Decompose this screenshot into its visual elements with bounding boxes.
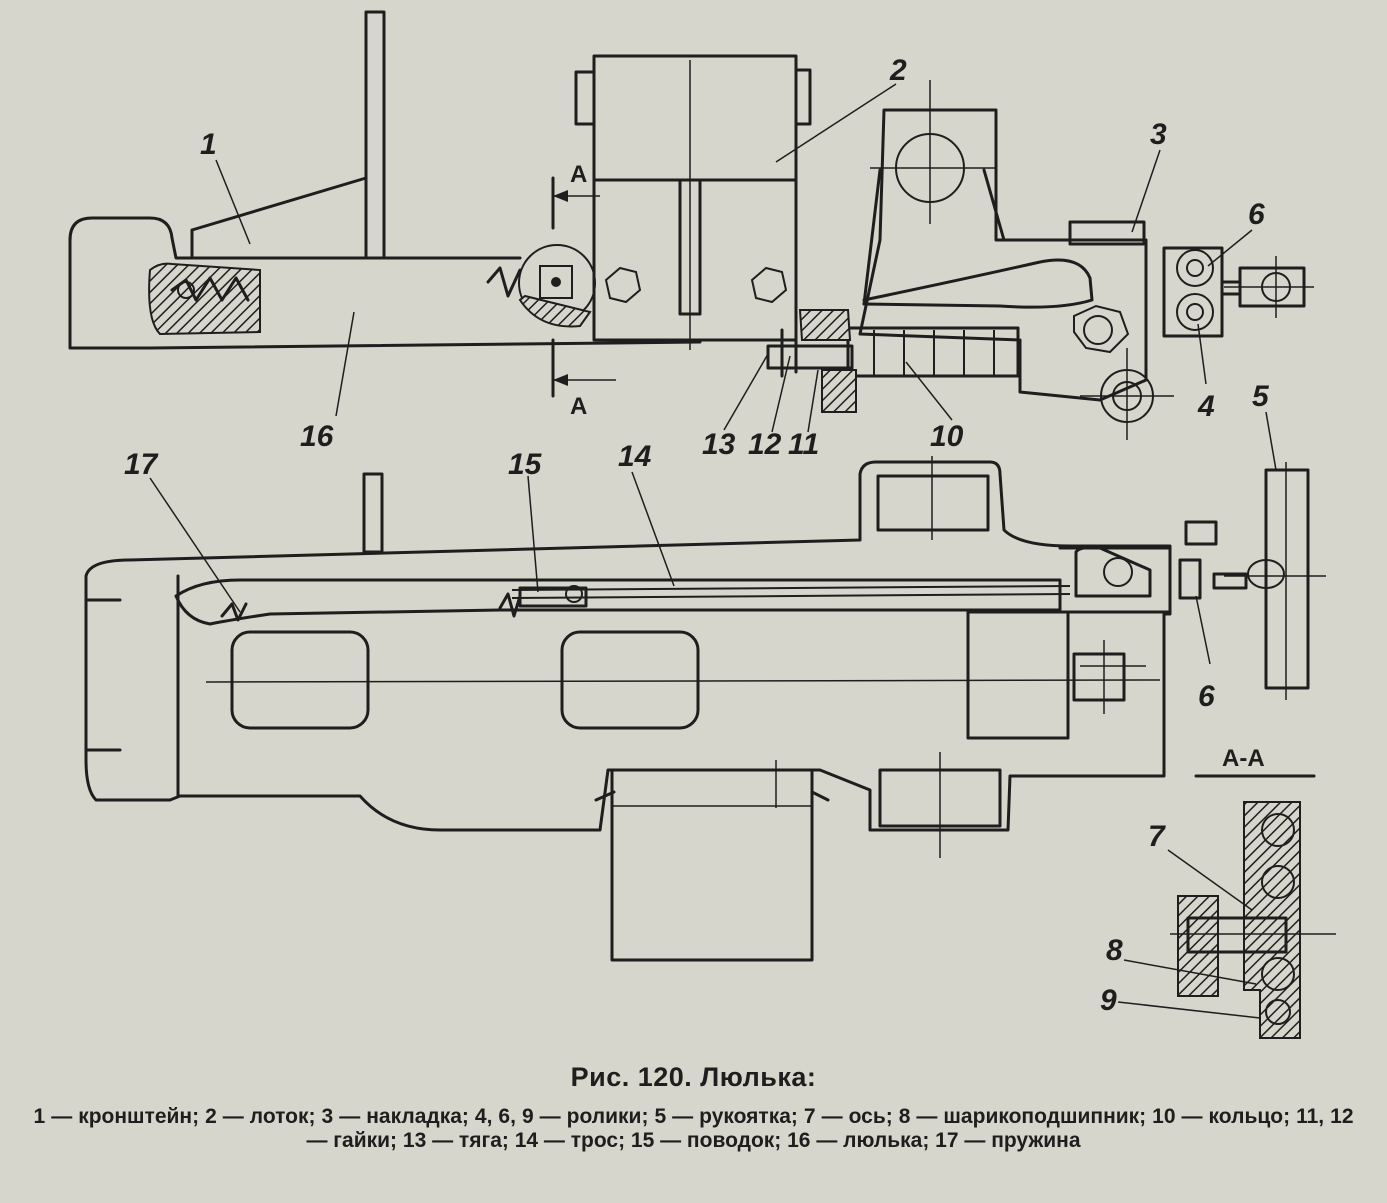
callout-1: 1 xyxy=(200,128,217,161)
section-mark-top: А xyxy=(570,161,587,188)
section-mark-bottom: А xyxy=(570,393,587,420)
callout-15: 15 xyxy=(508,448,543,481)
callout-6-bottom: 6 xyxy=(1198,680,1215,713)
callout-8: 8 xyxy=(1106,934,1123,967)
plan-view xyxy=(84,456,1326,962)
section-a-a: А-А xyxy=(1170,745,1336,1039)
callout-10: 10 xyxy=(930,420,964,453)
callout-12: 12 xyxy=(748,428,782,461)
callout-numbers: 1 2 3 4 5 6 6 7 8 9 10 11 12 13 14 15 16… xyxy=(124,54,1270,1017)
callout-2: 2 xyxy=(889,54,907,87)
callout-3: 3 xyxy=(1150,118,1167,151)
section-title: А-А xyxy=(1222,745,1265,772)
figure-caption: Рис. 120. Люлька: 1 — кронштейн; 2 — лот… xyxy=(20,1062,1367,1153)
leader-lines xyxy=(149,83,1277,1019)
callout-7: 7 xyxy=(1148,820,1166,853)
callout-5: 5 xyxy=(1252,380,1270,413)
callout-11: 11 xyxy=(788,428,819,461)
caption-legend: 1 — кронштейн; 2 — лоток; 3 — накладка; … xyxy=(33,1105,1354,1152)
callout-16: 16 xyxy=(300,420,334,453)
caption-title: Рис. 120. Люлька: xyxy=(570,1062,817,1092)
callout-4: 4 xyxy=(1197,390,1215,423)
technical-drawing: А А xyxy=(68,10,1336,1039)
side-view: А А xyxy=(68,10,1314,440)
callout-14: 14 xyxy=(618,440,652,473)
callout-6-top: 6 xyxy=(1248,198,1265,231)
callout-17: 17 xyxy=(124,448,159,481)
callout-9: 9 xyxy=(1100,984,1117,1017)
callout-13: 13 xyxy=(702,428,736,461)
